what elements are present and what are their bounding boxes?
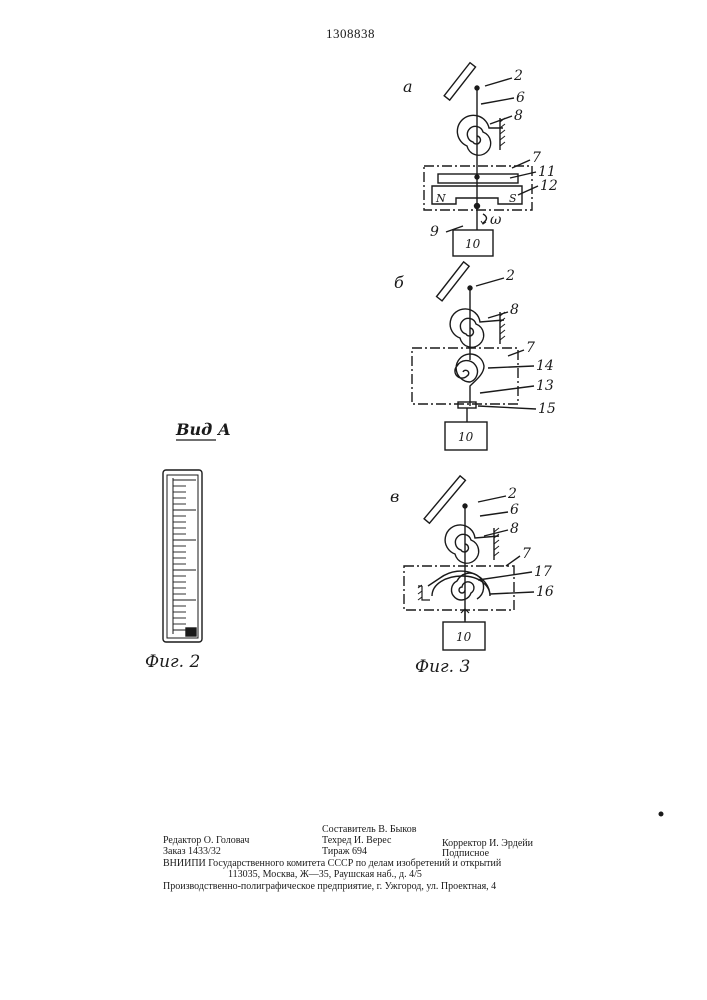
mirror-2a — [444, 63, 475, 100]
scale-outer-frame — [163, 470, 202, 642]
label-15: 15 — [538, 401, 556, 417]
variant-letter-a: а — [403, 77, 413, 96]
label-8a: 8 — [514, 108, 523, 124]
fig2-caption: Фиг. 2 — [145, 652, 200, 672]
imprint-circulation: Тираж 694 — [322, 847, 367, 857]
label-n-pole: N — [435, 192, 446, 205]
label-10b: 10 — [458, 430, 474, 444]
variant-letter-v: в — [390, 487, 399, 506]
spiral-14-hook-13 — [455, 354, 484, 406]
imprint-order: Заказ 1433/32 — [163, 847, 221, 857]
spiral-spring-8b — [450, 309, 504, 347]
label-12: 12 — [540, 178, 558, 194]
imprint-address: 113035, Москва, Ж—35, Раушская наб., д. … — [228, 870, 422, 880]
label-2b: 2 — [505, 268, 515, 284]
label-10a: 10 — [465, 237, 481, 251]
imprint-institute: ВНИИПИ Государственного комитета СССР по… — [163, 859, 501, 869]
label-17: 17 — [534, 564, 552, 580]
coupling-15 — [458, 402, 476, 408]
mirror-2v — [424, 476, 465, 523]
variant-letter-b: б — [394, 273, 404, 292]
label-13: 13 — [536, 378, 554, 394]
scale-ticks — [173, 480, 196, 630]
imprint-editor: Редактор О. Головач — [163, 836, 249, 846]
label-6a: 6 — [516, 90, 525, 106]
label-s-pole: S — [509, 192, 517, 205]
housing-7b — [412, 348, 518, 404]
label-10v: 10 — [456, 630, 472, 644]
label-8v: 8 — [510, 521, 519, 537]
fig2-scale — [163, 440, 216, 642]
stray-dot — [659, 812, 663, 816]
fig3-caption: Фиг. 3 — [415, 657, 470, 677]
label-8b: 8 — [510, 302, 519, 318]
label-14: 14 — [536, 358, 554, 374]
fig3-variant-b — [412, 262, 536, 450]
label-2a: 2 — [513, 68, 523, 84]
imprint-tech-editor: Техред И. Верес — [322, 836, 391, 846]
view-a-label: Вид А — [175, 420, 231, 439]
imprint-compiler: Составитель В. Быков — [322, 825, 416, 835]
label-7v: 7 — [522, 546, 531, 562]
label-9: 9 — [430, 224, 439, 240]
spiral-spring-8v — [445, 525, 499, 563]
label-7b: 7 — [526, 340, 535, 356]
mirror-2b — [437, 262, 470, 301]
scale-indicator-mark — [186, 628, 196, 636]
label-6v: 6 — [510, 502, 519, 518]
label-16: 16 — [536, 584, 554, 600]
imprint-printer: Производственно-полиграфическое предприя… — [163, 882, 496, 892]
label-omega: ω — [490, 212, 502, 228]
shaft-joint — [475, 86, 479, 90]
label-2v: 2 — [507, 486, 517, 502]
rotation-arrow — [483, 214, 487, 223]
